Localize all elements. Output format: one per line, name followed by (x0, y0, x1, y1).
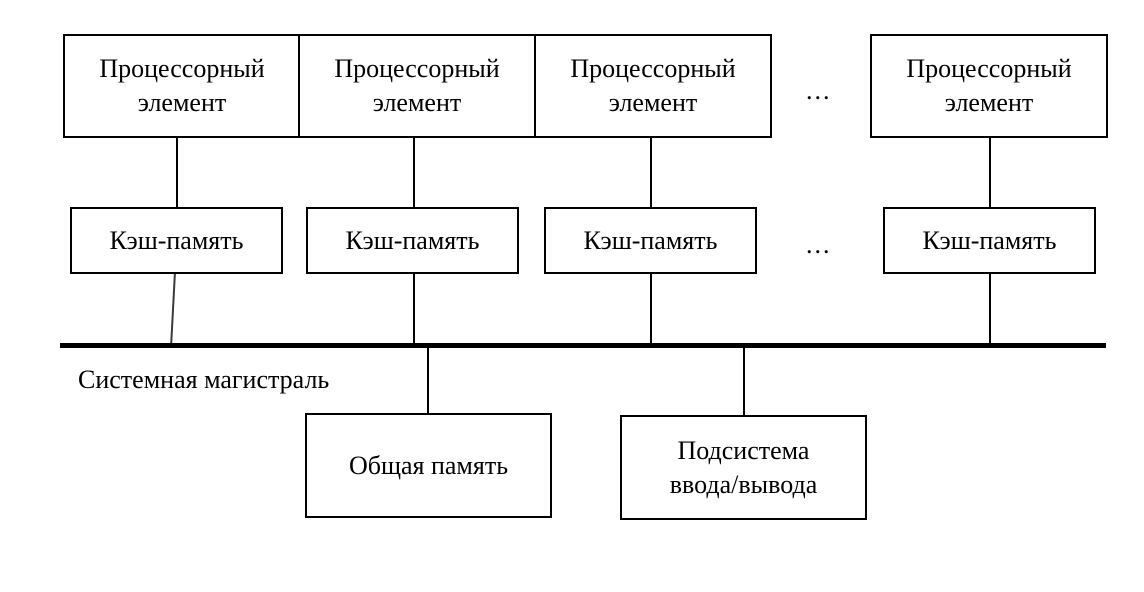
connector-bus-to-io-subsystem (743, 348, 745, 415)
processing-element-label-3-line1: Процессорный (570, 54, 736, 84)
cache-box-3: Кэш-память (544, 207, 757, 274)
connector-pe4-to-cache4 (989, 137, 991, 208)
cache-label-2: Кэш-память (345, 225, 480, 255)
shared-memory-box: Общая память (305, 413, 552, 518)
connector-cache2-to-bus (413, 274, 415, 345)
system-bus-label: Системная магистраль (78, 365, 330, 394)
processing-element-label-3-line2: элемент (608, 88, 698, 117)
processing-element-label-2-line2: элемент (372, 88, 462, 117)
system-bus-line (60, 343, 1106, 348)
processing-element-label-1-line1: Процессорный (99, 54, 265, 84)
cache-label-4: Кэш-память (922, 225, 1057, 255)
shared-memory-label: Общая память (348, 450, 509, 480)
processing-element-box-3: Процессорный элемент (534, 34, 772, 138)
connector-cache4-to-bus (989, 274, 991, 345)
processing-element-label-2-line1: Процессорный (334, 54, 500, 84)
connector-bus-to-shared-memory (427, 348, 429, 413)
processing-element-label-4-line1: Процессорный (906, 54, 1072, 84)
processing-element-box-4: Процессорный элемент (870, 34, 1108, 138)
connector-cache3-to-bus (650, 274, 652, 345)
connector-cache1-to-bus (170, 274, 176, 345)
processing-element-label-4-line2: элемент (944, 88, 1034, 117)
connector-pe2-to-cache2 (413, 137, 415, 208)
processing-element-box-1: Процессорный элемент (63, 34, 301, 138)
io-subsystem-label-line1: Подсистема (677, 435, 810, 465)
cache-box-4: Кэш-память (883, 207, 1096, 274)
ellipsis-processing-elements: ... (806, 76, 832, 105)
ellipsis-caches: ... (806, 230, 832, 259)
connector-pe1-to-cache1 (176, 137, 178, 208)
cache-label-3: Кэш-память (583, 225, 718, 255)
processing-element-label-1-line2: элемент (137, 88, 227, 117)
processing-element-box-2: Процессорный элемент (298, 34, 536, 138)
cache-label-1: Кэш-память (109, 225, 244, 255)
cache-box-2: Кэш-память (306, 207, 519, 274)
io-subsystem-box: Подсистема ввода/вывода (620, 415, 867, 520)
io-subsystem-label-line2: ввода/вывода (669, 469, 818, 499)
cache-box-1: Кэш-память (70, 207, 283, 274)
connector-pe3-to-cache3 (650, 137, 652, 208)
